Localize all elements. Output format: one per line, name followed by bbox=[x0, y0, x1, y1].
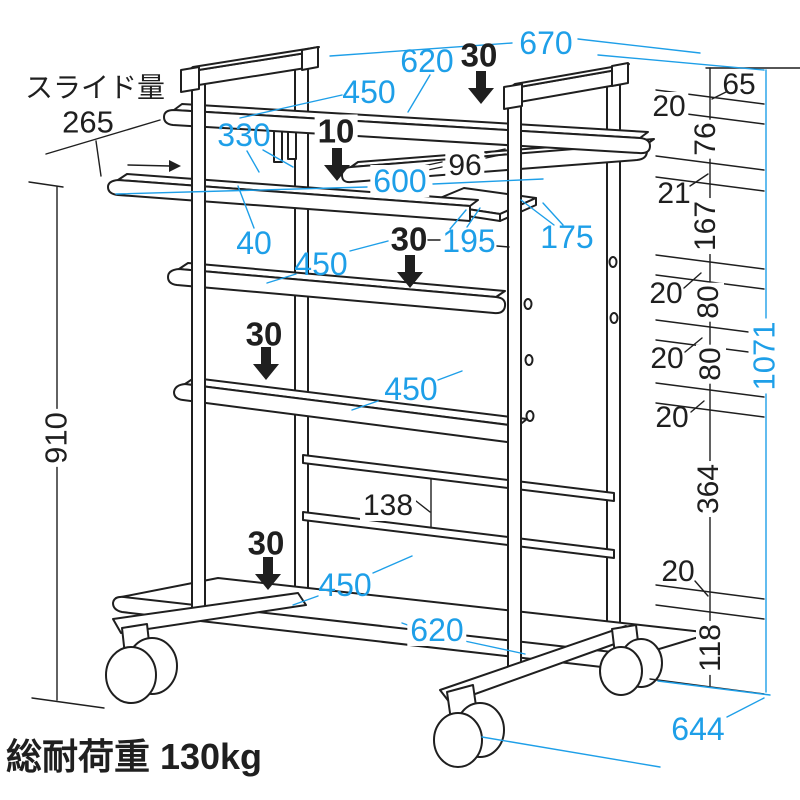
dim-20-e: 20 bbox=[661, 555, 695, 588]
caster-back-right bbox=[599, 624, 663, 696]
dim-138: 138 bbox=[359, 491, 417, 521]
right-rail-cap-back bbox=[611, 62, 629, 87]
dim-10: 10 bbox=[314, 114, 358, 148]
insert-direction-arrows bbox=[253, 71, 494, 590]
down-arrow-icon bbox=[324, 148, 350, 181]
dim-195: 195 bbox=[442, 223, 496, 259]
left-rail-cap-back bbox=[301, 46, 319, 71]
dim-30-mid: 30 bbox=[390, 220, 428, 258]
dim-450-bottom: 450 bbox=[318, 567, 372, 603]
dim-76: 76 bbox=[689, 119, 722, 159]
screw-hole bbox=[523, 298, 533, 310]
dim-118: 118 bbox=[694, 621, 727, 675]
cross-bar-upper bbox=[302, 454, 615, 502]
dim-330: 330 bbox=[217, 117, 271, 153]
caster-front-left bbox=[105, 623, 178, 704]
dim-30-top: 30 bbox=[460, 36, 498, 74]
cart-structure bbox=[105, 46, 713, 768]
caster-wheel bbox=[599, 646, 643, 696]
caster-front-right bbox=[433, 684, 505, 768]
dim-910: 910 bbox=[39, 409, 74, 467]
left-foot-bar bbox=[112, 592, 307, 634]
dim-80-b: 80 bbox=[694, 344, 727, 384]
right-rail-cap-front bbox=[503, 83, 523, 110]
dim-620-top: 620 bbox=[400, 43, 454, 79]
slide-caption: スライド量 bbox=[24, 72, 166, 103]
dim-644: 644 bbox=[671, 711, 725, 747]
cross-bar-lower bbox=[302, 511, 615, 559]
screw-hole bbox=[608, 256, 618, 268]
down-arrow-icon bbox=[253, 347, 279, 380]
dim-80-a: 80 bbox=[692, 282, 725, 322]
dim-40: 40 bbox=[236, 225, 272, 261]
caster-wheel bbox=[105, 646, 157, 704]
dim-450-top: 450 bbox=[342, 74, 396, 110]
dim-30-bottom: 30 bbox=[247, 524, 285, 562]
dim-20-d: 20 bbox=[655, 401, 689, 434]
front-right-post bbox=[507, 101, 522, 669]
back-right-post bbox=[606, 83, 621, 631]
dim-670: 670 bbox=[519, 25, 573, 61]
dim-600: 600 bbox=[370, 165, 430, 197]
dim-620-bottom: 620 bbox=[407, 614, 467, 646]
dim-20-c: 20 bbox=[650, 342, 684, 375]
down-arrow-icon bbox=[397, 255, 423, 288]
left-rail-cap-front bbox=[180, 66, 200, 93]
down-arrow-icon bbox=[255, 557, 281, 590]
dim-450-mid: 450 bbox=[294, 246, 348, 282]
dim-364: 364 bbox=[692, 460, 725, 518]
load-capacity: 総耐荷重 130kg bbox=[5, 736, 263, 777]
dim-20-b: 20 bbox=[649, 277, 683, 310]
dim-1071: 1071 bbox=[747, 318, 782, 394]
screw-hole bbox=[525, 410, 535, 422]
caster-wheel bbox=[433, 712, 483, 768]
shelf2-edge bbox=[167, 268, 507, 315]
slide-value: 265 bbox=[62, 104, 114, 140]
front-left-post bbox=[191, 71, 206, 621]
down-arrow-icon bbox=[468, 71, 494, 104]
dim-450-shelf3: 450 bbox=[384, 371, 438, 407]
dim-65: 65 bbox=[722, 68, 756, 101]
dim-167: 167 bbox=[689, 197, 722, 255]
dim-20-a: 20 bbox=[649, 92, 689, 122]
dimension-lines-cyan bbox=[115, 38, 771, 768]
top-shelf-edge bbox=[163, 109, 651, 155]
dim-96: 96 bbox=[445, 151, 485, 181]
dim-30-shelf3: 30 bbox=[245, 315, 283, 353]
screw-hole bbox=[609, 312, 619, 324]
dim-175: 175 bbox=[540, 219, 594, 255]
dim-21: 21 bbox=[657, 177, 691, 210]
screw-hole bbox=[524, 354, 534, 366]
